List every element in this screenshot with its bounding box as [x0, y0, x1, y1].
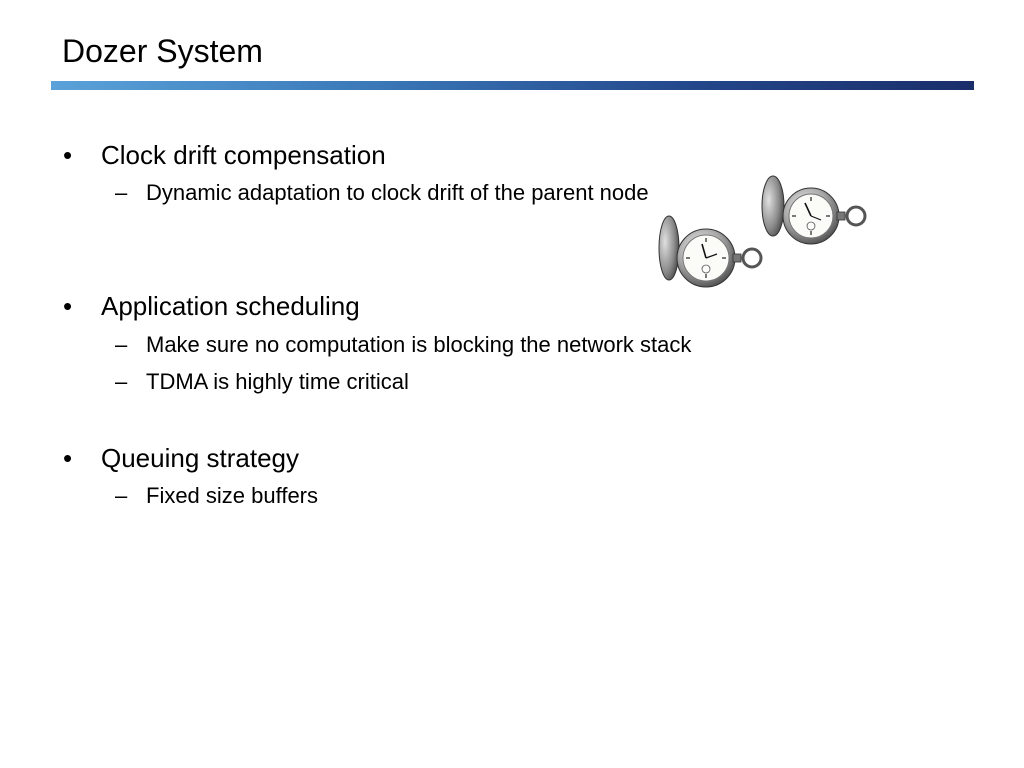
- bullet-text: Application scheduling: [101, 291, 360, 321]
- pocket-watch-icon: [658, 175, 867, 288]
- bullet-text: Clock drift compensation: [101, 140, 386, 170]
- bullet-marker: •: [63, 140, 73, 170]
- sub-item-text: Dynamic adaptation to clock drift of the…: [146, 180, 649, 205]
- sub-item-text: TDMA is highly time critical: [146, 369, 409, 394]
- sub-marker: –: [115, 180, 128, 205]
- title-divider: [51, 81, 974, 90]
- sub-marker: –: [115, 483, 128, 508]
- sub-item-text: Make sure no computation is blocking the…: [146, 332, 692, 357]
- watch-front: [658, 215, 763, 288]
- bullet-marker: •: [63, 291, 73, 321]
- sub-marker: –: [115, 332, 128, 357]
- sub-item-text: Fixed size buffers: [146, 483, 319, 508]
- page-title: Dozer System: [62, 33, 263, 69]
- bullet-text: Queuing strategy: [101, 443, 300, 473]
- watch-back: [761, 175, 867, 245]
- sub-marker: –: [115, 369, 128, 394]
- bullet-marker: •: [63, 443, 73, 473]
